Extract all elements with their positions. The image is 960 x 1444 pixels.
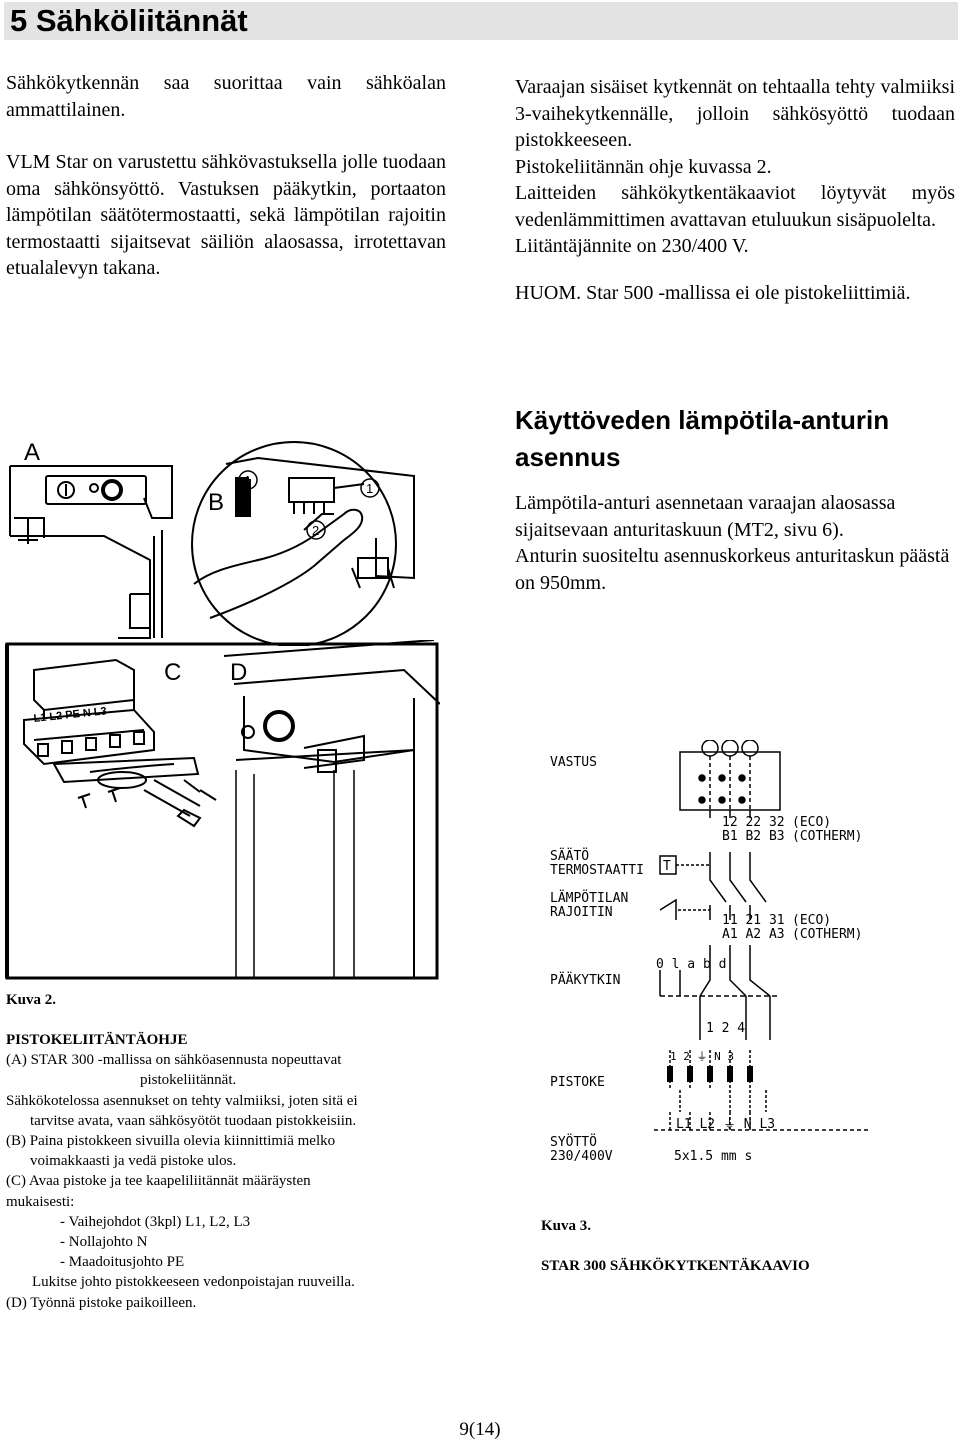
figure-c-label: C [164, 659, 181, 686]
description-paragraph: VLM Star on varustettu sähkövastuksella … [6, 151, 446, 279]
thermostat-symbol: T [663, 859, 671, 874]
plug-instructions: PISTOKELIITÄNTÄOHJE (A) STAR 300 -mallis… [6, 1030, 446, 1313]
plug-wiring-illustration: C D L1 L2 PE N L3 [5, 640, 440, 980]
figure-b-label: B [208, 489, 224, 516]
instructions-title: PISTOKELIITÄNTÄOHJE [6, 1032, 188, 1048]
sensor-body: Lämpötila-anturi asennetaan varaajan ala… [515, 490, 955, 596]
sensor-paragraph-1: Lämpötila-anturi asennetaan varaajan ala… [515, 492, 896, 541]
note-text: HUOM. Star 500 -mallissa ei ole pistokel… [515, 281, 911, 304]
instruction-s-line1: Sähkökotelossa asennukset on tehty valmi… [6, 1092, 358, 1109]
callout-1-left-text: 1 [244, 473, 251, 488]
supply-voltage-label: 230/400V [550, 1149, 613, 1164]
terminal-row1-b: B1 B2 B3 [722, 829, 785, 844]
wiring-diagram: VASTUS 12 22 32 B1 B2 B3 (ECO) (COTHERM)… [550, 740, 870, 1164]
plug-pin-labels: 1 2 ⏚ N 3 [670, 1050, 734, 1063]
figure-d-label: D [230, 659, 247, 686]
wire-phase: - Vaihejohdot (3kpl) L1, L2, L3 [60, 1213, 251, 1230]
voltage-text: Liitäntäjännite on 230/400 V. [515, 235, 749, 257]
callout-1-left [238, 470, 258, 490]
callout-2-text: 2 [312, 523, 319, 538]
instruction-c-line2: mukaisesti: [6, 1193, 75, 1210]
paakytkin-label: PÄÄKYTKIN [550, 972, 620, 988]
left-column: Sähkökytkennän saa suorittaa vain sähköa… [6, 70, 446, 308]
saato-label-2: TERMOSTAATTI [550, 863, 644, 878]
callout-1-right-text: 1 [366, 481, 373, 496]
vastus-label: VASTUS [550, 755, 597, 770]
eco-label-1: (ECO) [792, 815, 831, 830]
internal-wiring-text: Varaajan sisäiset kytkennät on tehtaalla… [515, 76, 955, 151]
plug-terminal-labels: L1 L2 ⏚ N L3 [676, 1117, 775, 1132]
wire-ground: - Maadoitusjohto PE [60, 1254, 185, 1271]
instruction-b-line2: voimakkaasti ja vedä pistoke ulos. [30, 1153, 237, 1170]
eco-label-2: (ECO) [792, 913, 831, 928]
pistoke-label: PISTOKE [550, 1075, 605, 1090]
wire-neutral: - Nollajohto N [60, 1234, 148, 1251]
diagram-location-text: Laitteiden sähkökytkentäkaaviot löytyvät… [515, 182, 955, 231]
figure-a-label: A [24, 439, 40, 466]
section-title: 5 Sähköliitännät [10, 3, 248, 38]
instruction-c-line1: (C) Avaa pistoke ja tee kaapeliliitännät… [6, 1173, 311, 1190]
instruction-d: (D) Työnnä pistoke paikoilleen. [6, 1294, 197, 1311]
figure-2-caption: Kuva 2. [6, 992, 57, 1008]
callout-1-right [360, 478, 380, 498]
figure-3-caption: Kuva 3. [541, 1218, 592, 1234]
section-header: 5 Sähköliitännät [4, 2, 958, 40]
cable-spec-label: 5x1.5 mm s [674, 1149, 752, 1164]
callout-2 [306, 520, 326, 540]
page-number: 9(14) [459, 1419, 501, 1440]
switch-bottom-labels: 1 2 4 [706, 1021, 745, 1036]
cotherm-label-1: (COTHERM) [792, 829, 862, 844]
lampotilan-label-2: RAJOITIN [550, 905, 613, 920]
terminal-row2-a: A1 A2 A3 [722, 927, 785, 942]
figure-3-title: STAR 300 SÄHKÖKYTKENTÄKAAVIO [541, 1258, 810, 1274]
syotto-label: SYÖTTÖ [550, 1133, 597, 1150]
instruction-lock: Lukitse johto pistokkeeseen vedonpoistaj… [32, 1274, 355, 1291]
cotherm-label-2: (COTHERM) [792, 927, 862, 942]
right-column: Varaajan sisäiset kytkennät on tehtaalla… [515, 74, 955, 306]
saato-label-1: SÄÄTÖ [550, 847, 589, 864]
terminal-row2-nums: 11 21 31 [722, 913, 785, 928]
plug-removal-illustration: A B 1 1 2 [9, 439, 415, 646]
terminal-row1-nums: 12 22 32 [722, 815, 785, 830]
intro-paragraph: Sähkökytkennän saa suorittaa vain sähköa… [6, 72, 446, 121]
plug-reference-text: Pistokeliitännän ohje kuvassa 2. [515, 155, 772, 178]
instruction-a-line2: pistokeliitännät. [140, 1072, 237, 1089]
sensor-paragraph-2: Anturin suositeltu asennuskorkeus anturi… [515, 545, 950, 594]
switch-top-labels: 0 l a b d [656, 957, 726, 972]
instruction-a-line1: (A) STAR 300 -mallissa on sähköasennusta… [6, 1052, 342, 1069]
sensor-heading: Käyttöveden lämpötila-anturin asennus [515, 405, 890, 472]
lampotilan-label-1: LÄMPÖTILAN [550, 889, 628, 906]
instruction-s-line2: tarvitse avata, vaan sähkösyötöt tuodaan… [30, 1112, 357, 1129]
instruction-b-line1: (B) Paina pistokkeen sivuilla olevia kii… [6, 1133, 336, 1150]
